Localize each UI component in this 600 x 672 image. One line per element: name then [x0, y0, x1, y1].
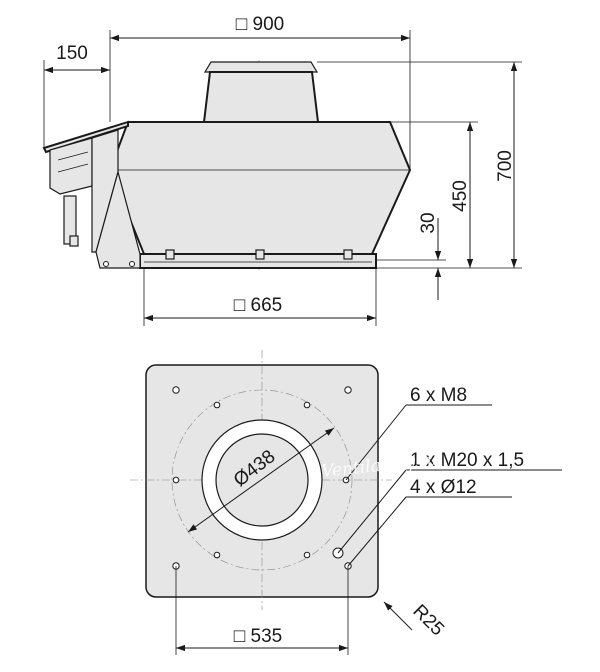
mount-spacing-label: □ 535 — [234, 626, 282, 647]
side-view: □ 900 150 700 450 30 □ 665 — [42, 14, 522, 326]
opening-inner — [215, 433, 309, 527]
motor-cap — [203, 61, 319, 73]
dim-top-label: □ 900 — [236, 14, 284, 35]
motor-housing — [202, 71, 320, 123]
dim-housing-height-label: 450 — [450, 180, 471, 212]
corner-radius-label: R25 — [408, 601, 447, 640]
base-plate-view: Ø438 6 x M8 1 x M20 x 1,5 4 x Ø12 Ventil… — [130, 350, 562, 655]
mount-hole — [172, 386, 180, 394]
terminal-box — [42, 120, 141, 269]
mount-hole — [344, 386, 352, 394]
dim-overhang-label: 150 — [56, 43, 88, 64]
dim-line-438 — [187, 427, 335, 533]
bolt-hole — [172, 476, 180, 484]
bolt-hole — [213, 551, 221, 559]
dim-total-height-label: 700 — [495, 150, 516, 182]
mount-holes-label: 4 x Ø12 — [410, 477, 477, 498]
dim-base-width-label: □ 665 — [234, 295, 282, 316]
dim-base-height-label: 30 — [418, 212, 439, 233]
fan-hood — [108, 121, 412, 255]
bolt-holes-label: 6 x M8 — [410, 385, 467, 406]
bolt-hole — [213, 401, 221, 409]
bolt-hole — [303, 401, 311, 409]
bolt-hole — [303, 551, 311, 559]
drain-thread-label: 1 x M20 x 1,5 — [410, 450, 524, 471]
